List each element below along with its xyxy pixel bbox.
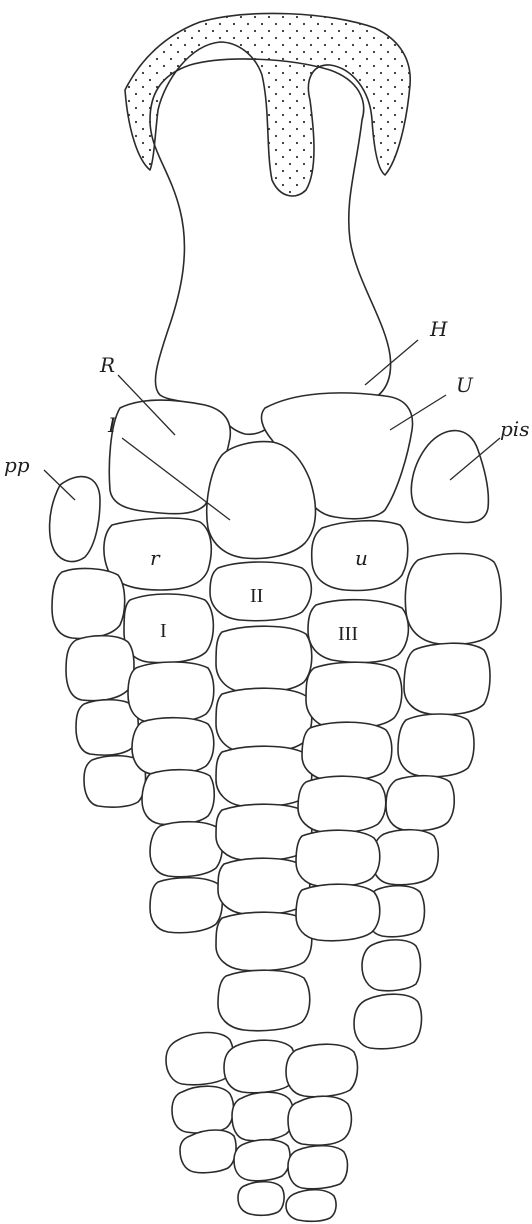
intermedium-label: I	[107, 413, 117, 437]
digit-1-label: I	[160, 620, 167, 642]
ulnare-label: u	[355, 546, 368, 570]
digit-3-phalanx	[296, 830, 380, 886]
intermedium-bone	[207, 442, 316, 559]
pisiform-bone	[411, 431, 488, 523]
distal-phalanx	[180, 1130, 236, 1173]
ulna-label: U	[456, 373, 474, 397]
digit-1-phalanx	[150, 822, 222, 877]
metacarpal-1-bone	[124, 594, 213, 663]
digit-2-phalanx	[218, 970, 310, 1030]
distal-phalanx	[234, 1140, 290, 1181]
right-column-element	[372, 830, 438, 885]
digit-2-phalanx	[216, 626, 312, 692]
right-column-element	[386, 776, 454, 831]
digit-2-phalanx	[216, 746, 312, 806]
digit-1-phalanx	[132, 718, 214, 775]
distal-phalanx	[224, 1040, 295, 1093]
digit-3-phalanx	[298, 776, 386, 832]
digit-2-phalanx	[216, 688, 312, 752]
digit-3-phalanx	[296, 884, 380, 940]
radiale-label: r	[150, 546, 161, 570]
pisiform-label: pis	[500, 417, 529, 441]
right-column-element	[404, 643, 490, 714]
distal-phalanx	[172, 1086, 233, 1133]
distal-phalanx	[232, 1092, 293, 1141]
digit-3-label: III	[338, 623, 358, 645]
left-column-element	[66, 636, 134, 701]
right-column-element	[362, 940, 421, 991]
distal-phalanx	[288, 1146, 347, 1189]
humerus-label: H	[429, 317, 448, 341]
distal-phalanx	[286, 1044, 357, 1097]
prepollex-bone	[50, 477, 100, 562]
metacarpal-3-bone	[308, 600, 408, 663]
distal-phalanx	[166, 1033, 233, 1085]
distal-phalanx	[238, 1182, 284, 1216]
right-column-element	[405, 554, 501, 645]
digit-1-phalanx	[150, 878, 222, 933]
distal-phalanx	[286, 1190, 336, 1222]
right-column-element	[354, 994, 421, 1049]
digit-2-label: II	[250, 585, 263, 607]
distal-phalanx	[288, 1096, 351, 1145]
digit-1-phalanx	[128, 662, 214, 723]
radius-label: R	[99, 353, 115, 377]
prepollex-label: pp	[4, 453, 30, 477]
digit-3-phalanx	[302, 722, 392, 780]
right-column-element	[398, 714, 474, 777]
digit-1-phalanx	[142, 770, 214, 825]
left-column-element	[76, 700, 138, 755]
digit-3-phalanx	[306, 662, 402, 728]
left-column-element	[52, 568, 125, 638]
